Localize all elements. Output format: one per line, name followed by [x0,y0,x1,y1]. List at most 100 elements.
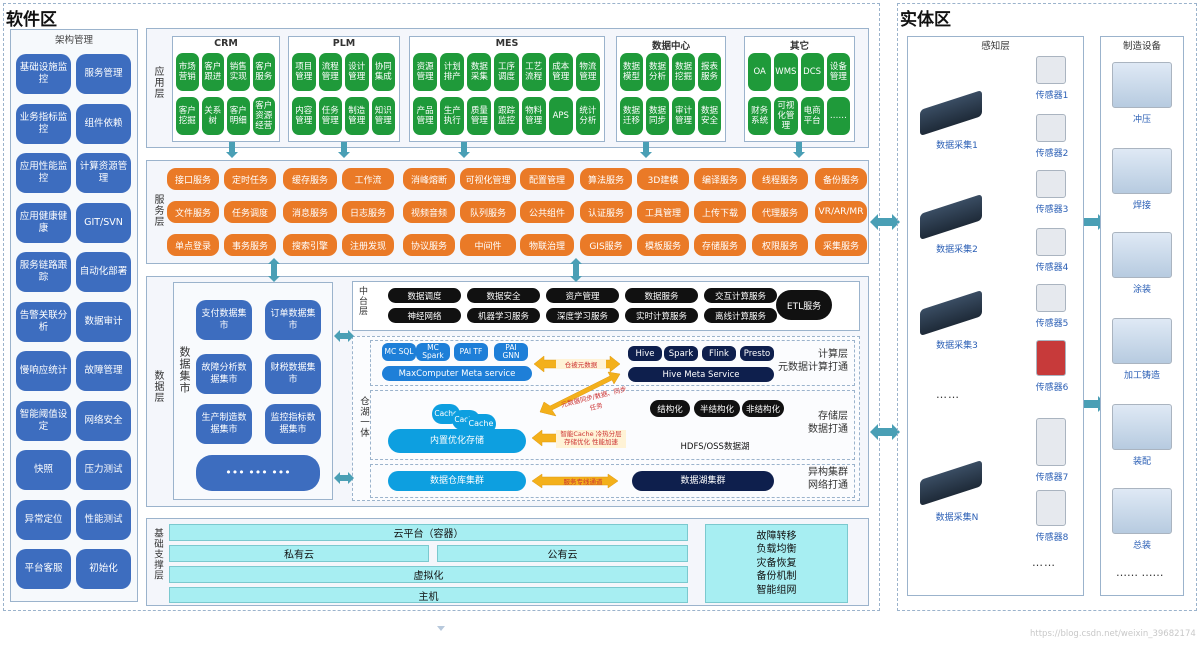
app-item: 工艺流程 [521,53,546,91]
collector-label: 数据采集3 [936,341,978,351]
arch-item: 服务管理 [76,54,131,94]
data-mart-item: 订单数据集市 [265,300,321,340]
ha-item: 智能组网 [756,584,797,596]
service-item: 单点登录 [167,234,219,256]
sensor-label: 传感器7 [1035,473,1069,483]
app-item: 成本管理 [548,53,573,91]
service-item: 3D建模 [637,168,689,190]
arch-item: 告警关联分析 [16,301,71,342]
app-item: APS [548,97,573,135]
service-item: 日志服务 [342,201,394,223]
equipment-image-icon [1112,404,1172,450]
service-item: 算法服务 [580,168,632,190]
compute-left-item: MC Spark [416,343,450,361]
service-item: 定时任务 [224,168,276,190]
sensor-icon [1036,228,1066,256]
storage-type: 非结构化 [742,400,784,417]
service-item: 模板服务 [637,234,689,256]
zhongtai-item: 神经网络 [388,308,461,323]
app-item: 计划排产 [440,53,465,91]
network-layer [370,464,855,498]
arch-title: 架构管理 [54,35,93,46]
app-item: 制造管理 [345,97,369,135]
zhongtai-item: 交互计算服务 [704,288,777,303]
app-item: …… [826,97,850,135]
manufacturing-title: 制造设备 [1122,41,1161,52]
sensor-label: 传感器2 [1035,149,1069,159]
lake-cluster: 数据湖集群 [632,471,774,491]
arch-item: 应用性能监控 [16,153,71,193]
app-item: 工序调度 [494,53,519,91]
service-item: 视频音频 [403,201,455,223]
arrow-horizontal [334,330,354,342]
service-item: 搜索引擎 [283,234,337,256]
service-item: 备份服务 [815,168,867,190]
service-item: 编译服务 [694,168,746,190]
app-module-title: CRM [214,38,238,49]
app-item: 客户跟进 [201,53,224,91]
down-marker [437,626,445,631]
private-cloud: 私有云 [169,545,429,562]
app-item: 客户资源经营 [252,97,275,135]
app-item: 审计管理 [672,97,695,135]
app-item: 协同集成 [371,53,395,91]
service-item: 线程服务 [752,168,808,190]
equipment-image-icon [1112,148,1172,194]
sensor-label: 传感器4 [1035,263,1069,273]
app-item: 项目管理 [292,53,316,91]
arrow-horizontal [870,214,900,230]
service-item: 认证服务 [580,201,632,223]
ha-item: 灾备恢复 [756,557,797,569]
arch-item: 压力测试 [76,450,131,490]
optimize-storage: 内置优化存储 [388,429,526,453]
app-module-title: 其它 [789,41,809,52]
zhongtai-item: 机器学习服务 [467,308,540,323]
app-item: 数据安全 [698,97,721,135]
arrow-yellow [531,473,619,489]
equipment-image-icon [1112,232,1172,278]
entity-zone [897,3,1197,611]
app-item: 内容管理 [292,97,316,135]
arrow-vertical [268,258,280,282]
sensor-label: 传感器5 [1035,319,1069,329]
arch-item: 网络安全 [76,400,131,441]
app-item: 数据采集 [467,53,492,91]
arch-item: 异常定位 [16,499,71,540]
app-item: 财务系统 [748,97,772,135]
arch-item: GIT/SVN [76,202,131,243]
arch-item: 平台客服 [16,549,71,589]
zhongtai-item: 资产管理 [546,288,619,303]
app-item: DCS [800,53,824,91]
arch-item: 智能阈值设定 [16,400,71,441]
host: 主机 [169,587,688,603]
storage-layer [370,390,855,460]
app-item: 电商平台 [800,97,824,135]
compute-right-item: Flink [702,346,736,361]
service-layer-label: 服务层 [152,194,163,227]
compute-right-item: Presto [740,346,774,361]
storage-type: 半结构化 [694,400,740,417]
service-item: 消息服务 [283,201,337,223]
app-item: 销售实现 [227,53,250,91]
zhongtai-item: 离线计算服务 [704,308,777,323]
sensor-icon [1036,114,1066,142]
sensor-icon [1036,490,1066,526]
app-item: 数据模型 [620,53,643,91]
service-item: 注册发现 [342,234,394,256]
app-item: 统计分析 [575,97,600,135]
equipment-label: 装配 [1132,457,1151,467]
sensor-label: 传感器8 [1035,533,1069,543]
service-item: GIS服务 [580,234,632,256]
app-item: 跟踪监控 [494,97,519,135]
compute-label: 计算层 元数据计算打通 [778,349,848,373]
app-item: WMS [774,53,798,91]
equipment-image-icon [1112,318,1172,364]
watermark: https://blog.csdn.net/weixin_39682174 [1030,629,1196,639]
compute-mid-top: 仓被元数据 [556,359,606,369]
app-item: 数据挖掘 [672,53,695,91]
warehouse-cluster: 数据仓库集群 [388,471,526,491]
service-item: 上传下载 [694,201,746,223]
zhongtai-item: 数据调度 [388,288,461,303]
zhongtai-item: 实时计算服务 [625,308,698,323]
sensor-icon [1036,284,1066,312]
